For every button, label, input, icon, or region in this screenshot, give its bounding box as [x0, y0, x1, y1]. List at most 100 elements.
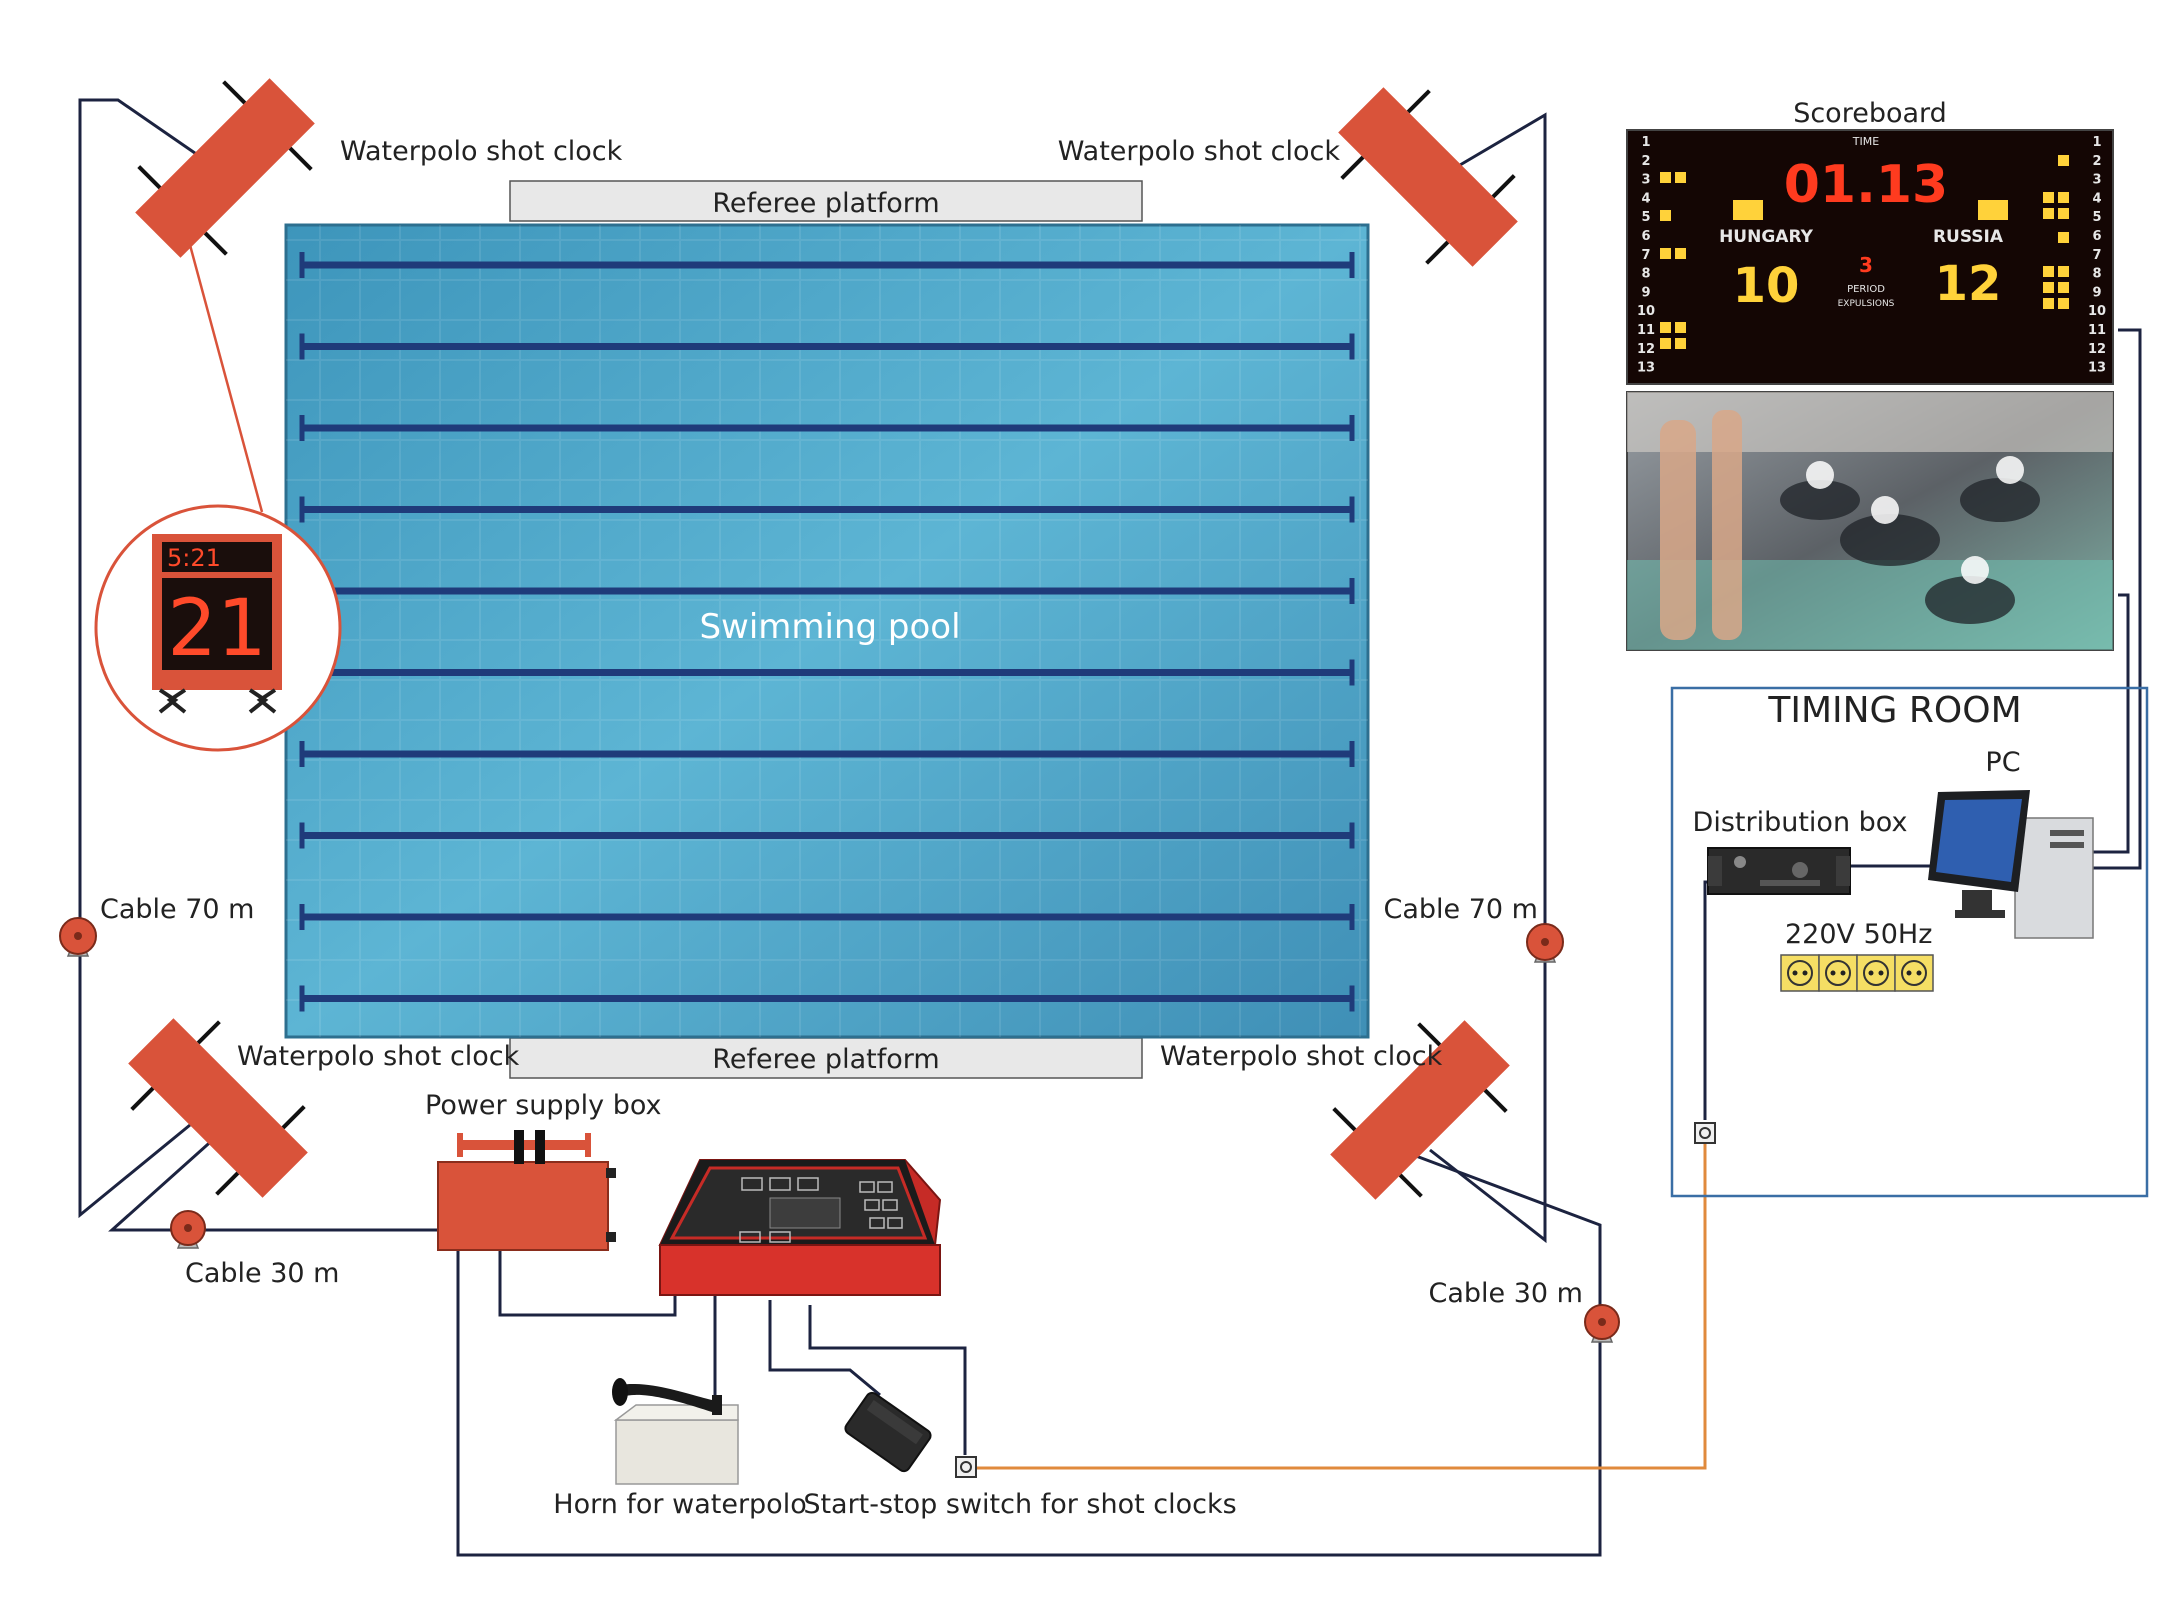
scoreboard-player-number: 10 — [1637, 304, 1655, 319]
scoreboard-player-number: 1 — [2092, 135, 2101, 150]
cable-reel-icon — [1526, 923, 1564, 963]
horn-label: Horn for waterpolo — [553, 1489, 806, 1520]
scoreboard-time-label: TIME — [1852, 135, 1879, 148]
shot-clock-top-left — [135, 78, 315, 258]
shot-clock-game-time: 5:21 — [167, 544, 221, 572]
cable-30-left-label: Cable 30 m — [185, 1258, 339, 1289]
cable-reel-icon — [1584, 1304, 1620, 1343]
power-supply-box-label: Power supply box — [425, 1090, 662, 1121]
lane-rope — [299, 741, 1355, 767]
switch-icon — [844, 1391, 932, 1473]
distribution-box — [1707, 847, 1851, 895]
scoreboard-player-number: 7 — [1641, 248, 1650, 263]
shot-clock-top-left-label: Waterpolo shot clock — [340, 136, 623, 167]
scoreboard-label: Scoreboard — [1793, 98, 1947, 129]
mains-outlets — [1780, 954, 1934, 992]
referee-platform-top: Referee platform — [509, 180, 1143, 222]
socket-icon — [1856, 954, 1896, 992]
scoreboard-player-number: 10 — [2088, 304, 2106, 319]
shot-clock-bottom-left — [128, 1018, 308, 1198]
scoreboard-home-score: 10 — [1733, 258, 1800, 314]
mains-frequency-label: 50Hz — [1864, 919, 1933, 950]
scoreboard-player-number: 12 — [1637, 342, 1655, 357]
scoreboard-player-number: 5 — [2092, 210, 2101, 225]
swimming-pool: Swimming pool — [284, 223, 1370, 1039]
scoreboard-player-number: 3 — [2092, 173, 2101, 188]
shot-clock-bottom-left-label: Waterpolo shot clock — [237, 1041, 520, 1072]
referee-platform-bottom: Referee platform — [509, 1037, 1143, 1079]
pc-label: PC — [1985, 747, 2020, 778]
mains-voltage-label: 220V — [1785, 919, 1856, 950]
lane-rope — [299, 333, 1355, 360]
pc-icon — [1928, 790, 2094, 939]
cable-reel-icon — [59, 917, 97, 957]
scoreboard-player-number: 4 — [1641, 191, 1650, 206]
scoreboard-player-number: 7 — [2092, 248, 2101, 263]
timing-room: TIMING ROOM — [1670, 686, 2149, 1198]
scoreboard-player-number: 4 — [2092, 191, 2101, 206]
swimming-pool-label: Swimming pool — [699, 607, 960, 647]
horn-icon — [612, 1378, 739, 1485]
scoreboard-player-number: 8 — [1641, 267, 1650, 282]
shot-clock-inset: 5:21 21 — [94, 504, 342, 752]
lane-rope — [299, 904, 1355, 930]
referee-platform-bottom-label: Referee platform — [712, 1044, 939, 1075]
signal-cable-orange — [975, 1140, 1707, 1470]
scoreboard-expulsions-label: EXPULSIONS — [1838, 299, 1895, 309]
video-screen — [1626, 391, 2114, 651]
console-icon — [658, 1159, 942, 1296]
start-stop-switch-label: Start-stop switch for shot clocks — [803, 1489, 1236, 1520]
scoreboard-player-number: 6 — [1641, 229, 1650, 244]
scoreboard-player-number: 9 — [2092, 285, 2101, 300]
scoreboard-period-label: PERIOD — [1847, 284, 1885, 295]
scoreboard-away-team: RUSSIA — [1933, 227, 2004, 247]
scoreboard-player-number: 9 — [1641, 285, 1650, 300]
scoreboard-player-number: 13 — [1637, 361, 1655, 376]
scoreboard-player-number: 13 — [2088, 361, 2106, 376]
scoreboard-period-number: 3 — [1859, 253, 1873, 277]
scoreboard-away-score: 12 — [1935, 256, 2002, 312]
scoreboard-player-number: 11 — [1637, 323, 1655, 338]
timing-room-label: TIMING ROOM — [1767, 690, 2021, 731]
lane-rope — [299, 496, 1355, 523]
lane-rope — [299, 252, 1355, 278]
scoreboard-player-number: 12 — [2088, 342, 2106, 357]
scoreboard-player-number: 3 — [1641, 173, 1650, 188]
scoreboard-home-team: HUNGARY — [1719, 227, 1814, 247]
scoreboard-player-number: 2 — [2092, 154, 2101, 169]
socket-icon — [1780, 954, 1820, 992]
cable-reel-icon — [170, 1210, 206, 1249]
inset-callout-line — [188, 244, 264, 513]
scoreboard-player-number: 6 — [2092, 229, 2101, 244]
scoreboard-expulsion-lamps — [1660, 155, 2069, 349]
socket-icon — [955, 1456, 977, 1478]
referee-platform-top-label: Referee platform — [712, 188, 939, 219]
socket-icon — [1818, 954, 1858, 992]
scoreboard-time: 01.13 — [1784, 155, 1948, 215]
socket-icon — [1894, 954, 1934, 992]
scoreboard-player-number: 5 — [1641, 210, 1650, 225]
socket-icon — [1694, 1122, 1716, 1144]
lane-rope — [299, 415, 1355, 441]
shot-clock-top-right-label: Waterpolo shot clock — [1058, 136, 1341, 167]
shot-clock-top-right — [1338, 87, 1518, 267]
lane-ropes — [299, 252, 1355, 1012]
shot-clock-bottom-right-label: Waterpolo shot clock — [1160, 1041, 1443, 1072]
shot-clock-bottom-right — [1330, 1020, 1510, 1200]
scoreboard-player-number: 2 — [1641, 154, 1650, 169]
shot-clock-seconds: 21 — [167, 584, 266, 674]
lane-rope — [299, 985, 1355, 1012]
lane-rope — [299, 822, 1355, 849]
scoreboard-player-number: 8 — [2092, 267, 2101, 282]
scoreboard-player-number: 11 — [2088, 323, 2106, 338]
scoreboard-player-number: 1 — [1641, 135, 1650, 150]
cable-70-right-label: Cable 70 m — [1384, 894, 1538, 925]
power-supply-box — [437, 1130, 616, 1251]
cable-30-right-label: Cable 30 m — [1429, 1278, 1583, 1309]
cable-70-left-label: Cable 70 m — [100, 894, 254, 925]
distribution-box-label: Distribution box — [1693, 807, 1908, 838]
